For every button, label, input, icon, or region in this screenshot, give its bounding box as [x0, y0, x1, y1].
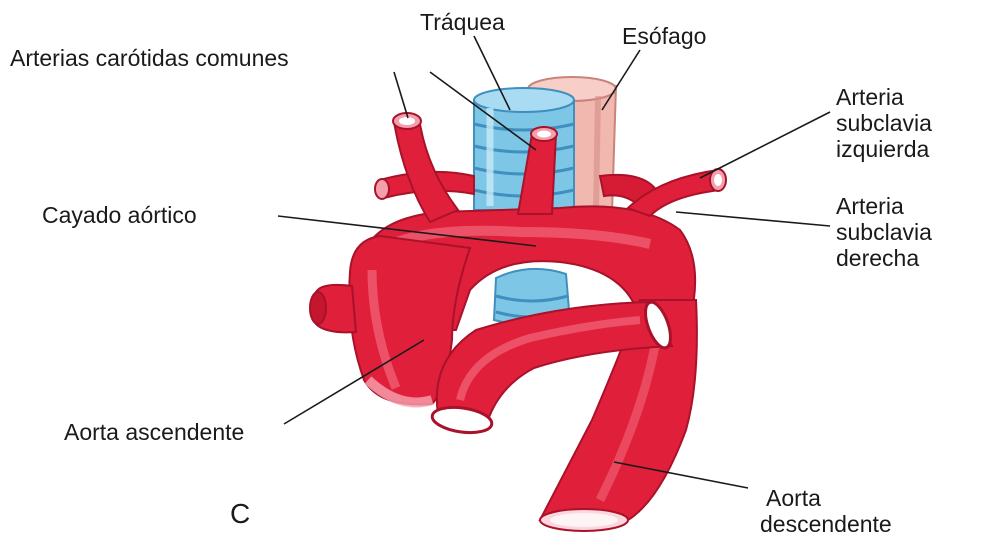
label-subclavia-derecha: Arteria subclavia derecha — [836, 193, 932, 271]
leader-subclavia-der — [676, 212, 830, 226]
label-traquea: Tráquea — [420, 9, 505, 35]
label-subclavia-izquierda-line3: izquierda — [836, 136, 932, 162]
label-cayado: Cayado aórtico — [42, 202, 197, 228]
label-subclavia-derecha-line3: derecha — [836, 245, 932, 271]
leader-carotid-left — [394, 72, 408, 118]
label-esofago: Esófago — [622, 23, 706, 49]
panel-letter: C — [230, 501, 250, 527]
label-subclavia-derecha-line2: subclavia — [836, 219, 932, 245]
label-aorta-descendente-line2: descendente — [760, 511, 892, 537]
label-subclavia-izquierda: Arteria subclavia izquierda — [836, 84, 932, 162]
label-aorta-ascendente: Aorta ascendente — [64, 419, 244, 445]
label-subclavia-izquierda-line1: Arteria — [836, 84, 932, 110]
label-carotidas: Arterias carótidas comunes — [10, 45, 289, 71]
leader-esofago — [602, 50, 640, 110]
label-aorta-descendente-line1: Aorta — [760, 485, 892, 511]
left-vessel-stub-shape — [310, 285, 356, 332]
leader-subclavia-izq — [700, 112, 830, 178]
label-aorta-descendente: Aorta descendente — [760, 485, 892, 537]
label-subclavia-izquierda-line2: subclavia — [836, 110, 932, 136]
left-carotid-shape — [393, 113, 458, 222]
label-subclavia-derecha-line1: Arteria — [836, 193, 932, 219]
